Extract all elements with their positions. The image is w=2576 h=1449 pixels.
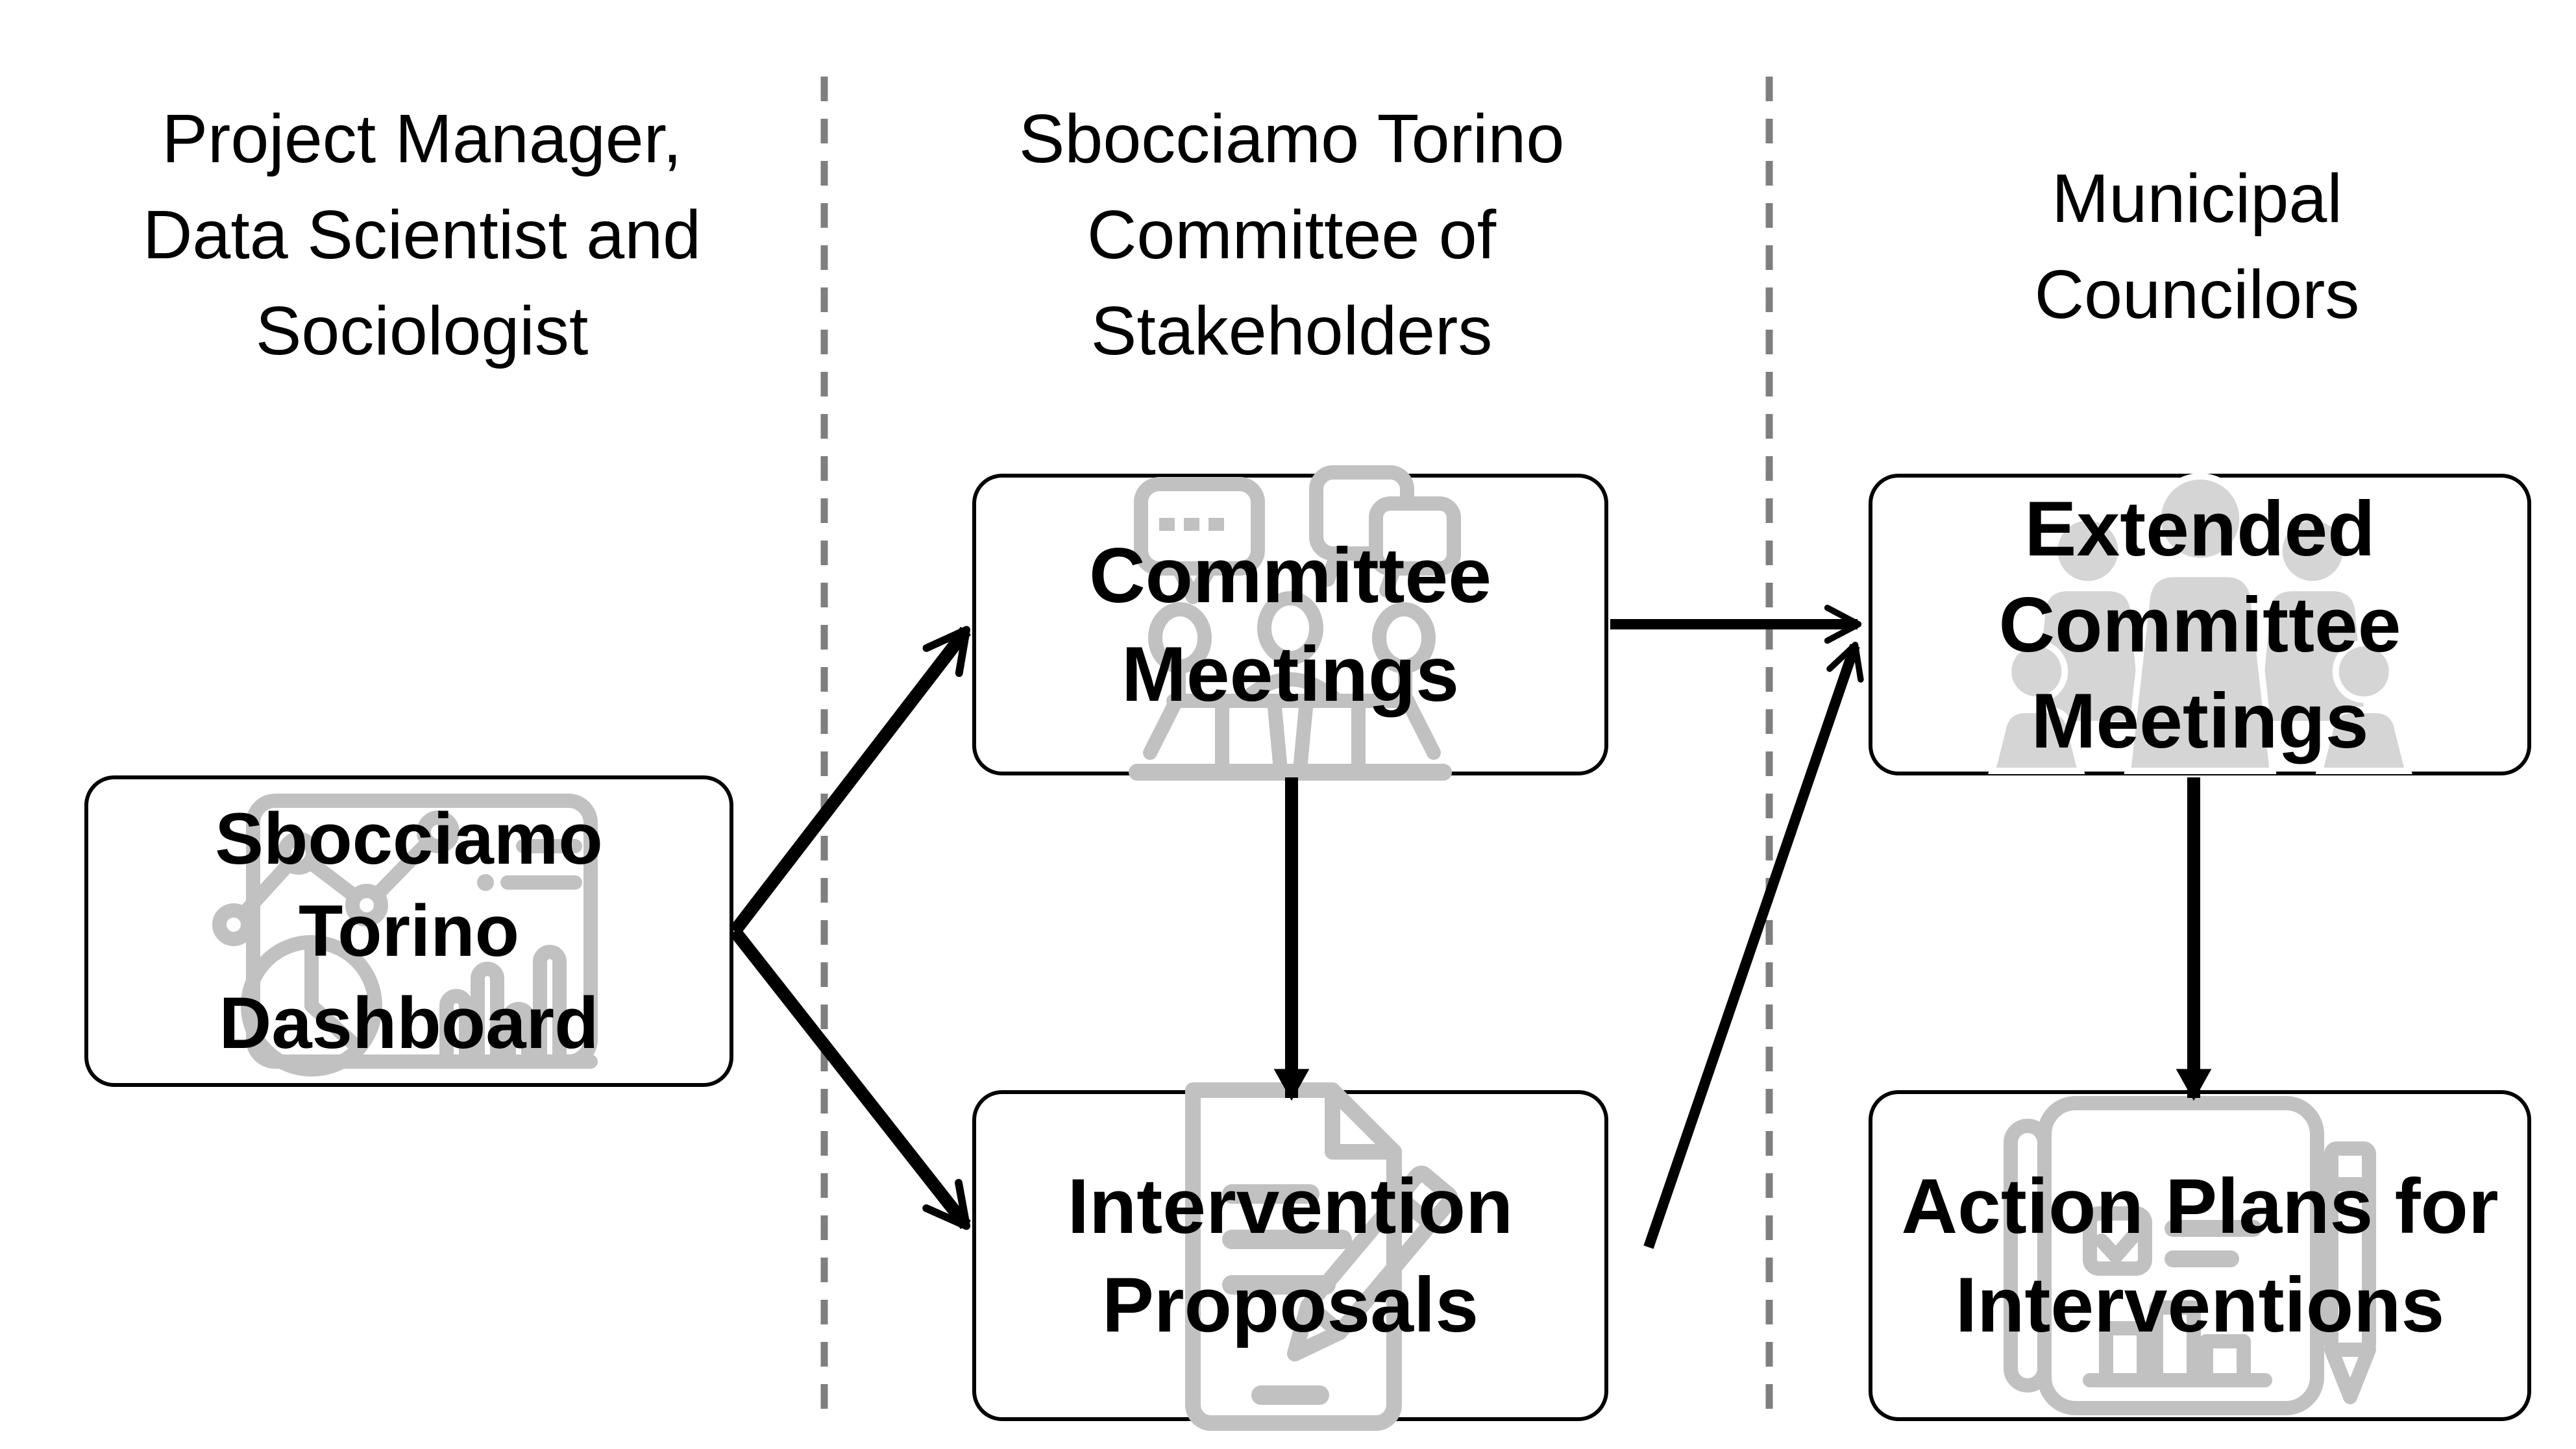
column-header-municipal-councilors: Municipal Councilors [2034,160,2360,333]
node-label: Sbocciamo Torino Dashboard [215,798,603,1064]
node-sbocciamo-torino-dashboard: Sbocciamo Torino Dashboard [84,775,733,1087]
node-intervention-proposals: Intervention Proposals [972,1082,1608,1431]
column-header-project-team: Project Manager, Data Scientist and Soci… [142,101,702,369]
node-label: Action Plans for Interventions [1901,1163,2499,1348]
node-label: Intervention Proposals [1067,1163,1514,1348]
arrow-dashboard-to-intervention-proposals [730,927,971,1230]
arrow-intervention-proposals-to-extended-committee [1643,641,1864,1249]
arrow-dashboard-to-committee-meetings [730,626,971,936]
column-header-committee-of-stakeholders: Sbocciamo Torino Committee of Stakeholde… [1018,101,1565,369]
document-pencil-icon [1185,1082,1458,1431]
node-label: Extended Committee Meetings [1998,485,2401,764]
meeting-table-icon [1129,465,1461,781]
checklist-pencil-icon [2003,1096,2376,1415]
people-group-icon [1987,472,2412,774]
node-committee-meetings: Committee Meetings [972,465,1608,781]
node-action-plans-for-interventions: Action Plans for Interventions [1869,1090,2531,1421]
node-label: Committee Meetings [1088,531,1492,718]
node-extended-committee-meetings: Extended Committee Meetings [1869,472,2531,775]
dashboard-chart-icon [212,794,598,1077]
